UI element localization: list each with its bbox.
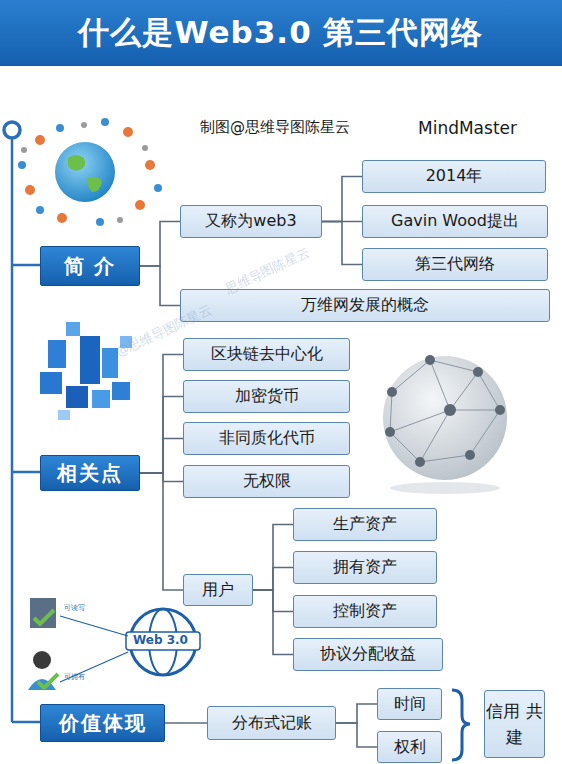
subtopic-box: 拥有资产 bbox=[293, 551, 437, 584]
people-icons bbox=[21, 122, 148, 223]
cube bbox=[102, 348, 118, 378]
subtopic-box: Gavin Wood提出 bbox=[362, 205, 548, 238]
connector bbox=[140, 397, 183, 474]
node-text: 信用 共建 bbox=[485, 698, 544, 750]
node-text: 分布式记账 bbox=[232, 713, 312, 734]
cubes-illustration bbox=[40, 322, 132, 420]
cube bbox=[66, 386, 88, 408]
node-text: 协议分配收益 bbox=[320, 644, 416, 665]
icon-caption: 可读写 bbox=[64, 603, 85, 613]
timeline-line bbox=[11, 138, 14, 722]
subtopic-box: 生产资产 bbox=[293, 508, 437, 541]
node-text: 权利 bbox=[394, 737, 426, 758]
check-icon bbox=[38, 674, 58, 688]
cube bbox=[58, 410, 70, 420]
connector bbox=[165, 722, 207, 724]
connector bbox=[253, 590, 293, 655]
subtopic-box: 控制资产 bbox=[293, 595, 437, 628]
brace bbox=[452, 690, 470, 760]
subtopic-box: 区块链去中心化 bbox=[183, 338, 350, 371]
connector bbox=[322, 177, 362, 222]
title-banner: 什么是Web3.0 第三代网络 bbox=[0, 0, 562, 66]
connector bbox=[140, 266, 180, 306]
node-text: 加密货币 bbox=[235, 386, 299, 407]
subtopic-box: 信用 共建 bbox=[484, 690, 545, 758]
globe bbox=[55, 142, 115, 202]
document-icon bbox=[30, 598, 56, 628]
leader-line bbox=[60, 616, 128, 682]
cube bbox=[92, 390, 110, 408]
cube bbox=[48, 340, 66, 368]
subtopic-box: 加密货币 bbox=[183, 380, 350, 413]
credit-text: MindMaster bbox=[418, 118, 517, 138]
topic-box: 相关点 bbox=[40, 455, 140, 491]
cube bbox=[40, 372, 62, 394]
cube bbox=[112, 382, 130, 400]
connector bbox=[253, 525, 293, 591]
connector bbox=[322, 222, 362, 265]
node-text: 简 介 bbox=[64, 253, 117, 280]
node-text: 拥有资产 bbox=[333, 557, 397, 578]
node-text: 控制资产 bbox=[333, 601, 397, 622]
connector bbox=[336, 723, 377, 747]
subtopic-box: 2014年 bbox=[362, 160, 546, 193]
node-text: 第三代网络 bbox=[415, 254, 495, 275]
network-globe bbox=[383, 355, 507, 494]
node-text: 万维网发展的概念 bbox=[301, 295, 429, 316]
node-text: 时间 bbox=[394, 694, 426, 715]
subtopic-box: 协议分配收益 bbox=[293, 638, 443, 671]
connector bbox=[140, 355, 183, 474]
subtopic-box: 非同质化代币 bbox=[183, 422, 350, 455]
cube bbox=[66, 322, 80, 336]
timeline-branch bbox=[12, 265, 40, 722]
subtopic-box: 第三代网络 bbox=[362, 248, 548, 281]
cube bbox=[80, 336, 100, 384]
credit-text: 制图@思维导图陈星云 bbox=[200, 118, 350, 137]
check-icon bbox=[34, 610, 54, 624]
subtopic-box: 权利 bbox=[377, 731, 442, 763]
subtopic-box: 用户 bbox=[183, 574, 253, 606]
subtopic-box: 时间 bbox=[377, 688, 442, 720]
node-text: 价值体现 bbox=[59, 710, 147, 737]
node-text: 2014年 bbox=[426, 166, 483, 187]
topic-box: 价值体现 bbox=[40, 704, 165, 742]
topic-box: 简 介 bbox=[40, 246, 140, 286]
continent bbox=[68, 155, 102, 192]
people-icons bbox=[18, 118, 162, 226]
node-text: 非同质化代币 bbox=[219, 428, 315, 449]
node-text: 用户 bbox=[202, 580, 234, 601]
globe-text: Web 3.0 bbox=[133, 633, 188, 647]
people-icons bbox=[25, 127, 155, 223]
subtopic-box: 分布式记账 bbox=[207, 706, 336, 740]
node-text: 无权限 bbox=[243, 471, 291, 492]
node-text: 生产资产 bbox=[333, 514, 397, 535]
icon-caption: 可拥有 bbox=[64, 672, 85, 682]
subtopic-box: 又称为web3 bbox=[180, 205, 322, 238]
node-text: 又称为web3 bbox=[205, 211, 296, 232]
node-text: 区块链去中心化 bbox=[211, 344, 323, 365]
connector bbox=[336, 704, 377, 723]
connector bbox=[140, 439, 183, 474]
node-text: 相关点 bbox=[57, 460, 123, 487]
globe-illustration bbox=[18, 118, 162, 226]
person-icon bbox=[33, 651, 51, 669]
connector bbox=[140, 222, 180, 267]
node-text: Gavin Wood提出 bbox=[391, 211, 519, 232]
web3-illustration bbox=[28, 598, 200, 690]
connector bbox=[140, 473, 183, 590]
shadow bbox=[390, 482, 500, 494]
globe bbox=[130, 609, 196, 675]
connector bbox=[140, 473, 183, 482]
timeline-circle bbox=[4, 122, 20, 138]
globe-band bbox=[126, 632, 200, 650]
title: 什么是Web3.0 第三代网络 bbox=[78, 12, 483, 54]
network-lines bbox=[390, 360, 500, 462]
connector bbox=[253, 568, 293, 591]
subtopic-box: 无权限 bbox=[183, 465, 350, 498]
globe bbox=[383, 356, 507, 480]
network-dots bbox=[385, 355, 505, 467]
